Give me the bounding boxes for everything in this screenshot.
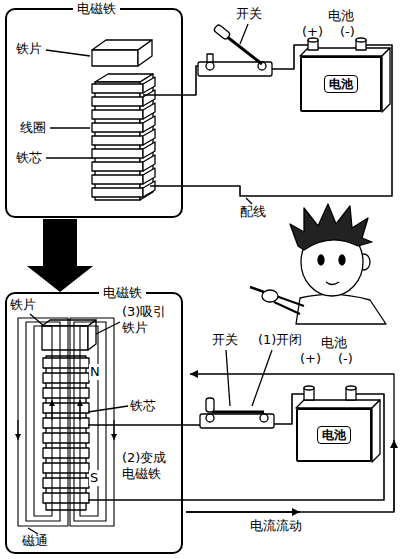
iron-plate [42, 320, 96, 350]
current-flow-line [186, 374, 394, 512]
battery-heading: 电池 [317, 335, 351, 351]
terminal-sign: (+) [300, 351, 321, 367]
part-label: 开关 [236, 6, 262, 22]
panel-title: 电磁铁 [73, 1, 120, 17]
panel-title: 电磁铁 [99, 285, 146, 301]
boy-figure [250, 204, 386, 324]
part-label: 配线 [240, 204, 266, 220]
wire [88, 394, 384, 500]
part-label: 铁芯 [16, 150, 42, 166]
terminal-sign: (+) [302, 24, 323, 40]
terminal-sign: (-) [340, 24, 355, 40]
electromagnet-panel: 电磁铁 [5, 292, 183, 554]
electromagnet-panel: 电磁铁 [5, 8, 183, 218]
switch [200, 398, 274, 428]
magnetic-flux [18, 318, 114, 526]
battery-body [296, 386, 380, 462]
battery-heading: 电池 [324, 8, 358, 24]
pole-label: N [89, 364, 101, 380]
part-label: 开关 [212, 332, 238, 348]
part-label: 铁片 [10, 297, 36, 313]
battery: 电池电池 [296, 408, 372, 462]
battery: 电池电池 [300, 56, 382, 112]
iron-plate [92, 40, 152, 66]
part-label: 铁片 [16, 41, 42, 57]
part-label: 铁芯 [130, 398, 156, 414]
terminal-sign: (-) [338, 351, 353, 367]
wire [143, 45, 392, 196]
flow-label: 电流流动 [250, 518, 302, 534]
battery-label: 电池 [317, 426, 351, 444]
pole-label: S [89, 470, 99, 486]
step-note: (2)变成 电磁铁 [122, 450, 173, 481]
battery-body [300, 38, 390, 112]
part-label: 磁通 [22, 533, 48, 549]
coil [43, 358, 89, 503]
block-arrow [27, 219, 93, 292]
part-label: 线圈 [20, 120, 46, 136]
leader-line [46, 24, 252, 204]
battery-label: 电池 [324, 75, 358, 93]
step-note: (3)吸引 铁片 [122, 304, 173, 335]
switch [198, 24, 272, 76]
step-note: (1)开闭 [258, 332, 302, 348]
